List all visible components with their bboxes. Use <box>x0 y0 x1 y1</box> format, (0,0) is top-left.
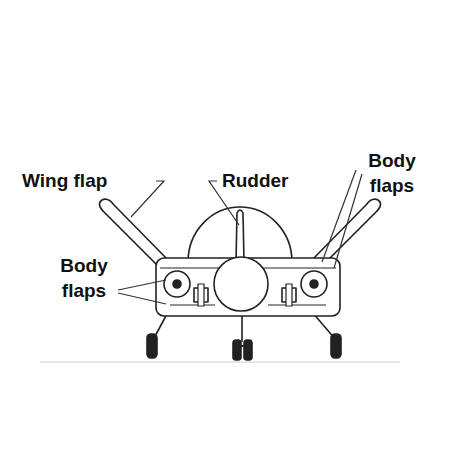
fuselage <box>156 258 340 316</box>
leader-line <box>118 280 166 290</box>
side-engine <box>301 271 327 297</box>
flap-line <box>170 305 215 306</box>
leader-line <box>118 293 166 304</box>
wheel <box>233 340 241 360</box>
flap-line <box>268 305 326 306</box>
leader-line <box>322 170 356 262</box>
gear-bay <box>286 284 292 306</box>
leader-line <box>334 174 362 268</box>
wheel <box>244 340 252 360</box>
engine-dot <box>310 280 318 288</box>
engine <box>214 257 268 311</box>
rudder <box>236 210 244 262</box>
wheel <box>331 334 341 358</box>
part-label: Rudder <box>222 168 289 193</box>
canopy <box>188 207 292 262</box>
ground-line <box>40 362 400 363</box>
left-wing <box>99 199 170 268</box>
wheel <box>147 334 157 358</box>
engine-dot <box>173 280 181 288</box>
axle <box>233 345 252 347</box>
leader-line <box>131 181 164 217</box>
gear-bay <box>198 284 204 306</box>
part-label: Wing flap <box>22 168 107 193</box>
side-engine <box>164 271 190 297</box>
part-label: Body flaps <box>360 148 424 198</box>
part-label: Body flaps <box>52 253 116 303</box>
